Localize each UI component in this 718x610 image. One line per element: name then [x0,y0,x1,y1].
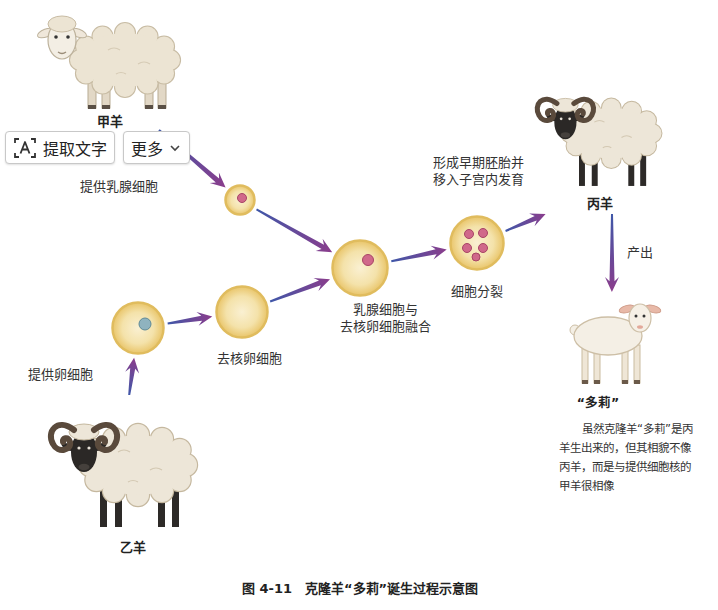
cell-outline [224,184,256,216]
caption: 图 4-11 克隆羊“多莉”诞生过程示意图 [242,581,478,598]
sheep-yi [51,424,197,527]
lamb-duoli-part [634,380,640,384]
cell-membrane [217,287,268,338]
arrow-connector [256,209,332,253]
arrow-connector [168,312,213,326]
arrow-connector [605,214,619,292]
lamb-node: “多莉” 虽然克隆羊“多莉”是丙 羊生出来的，但其相貌不像 丙羊，而是与提供细胞核… [558,292,705,514]
sheep-jia [36,16,180,109]
cell-membrane [333,241,388,296]
toolbar-button: 更多 [123,131,190,164]
sheep-bing [537,98,661,186]
sheep-jia-part [158,105,166,109]
sheep-jia-part [66,35,70,39]
lamb-duoli-part [643,315,646,318]
edge-label: 产出 [627,245,653,262]
cell-node [224,184,256,216]
toolbar-label: 提取文字 [43,136,107,160]
edge-label: 提供乳腺细胞 [80,179,158,196]
lamb-duoli-part [582,380,588,384]
node-label: 细胞分裂 [451,284,503,301]
cell-membrane [226,186,255,215]
cell-outline [331,239,389,297]
sheep-label: 丙羊 [587,196,613,213]
lamb-duoli-part [634,345,640,383]
cell-nucleus [363,255,374,266]
cell-nucleus [479,229,488,238]
lamb-duoli-part [629,304,651,332]
cell-nucleus [238,194,247,203]
scan-text-icon [13,136,37,160]
scan-text-icon-part [15,139,35,157]
sheep-jia-part [58,52,66,54]
arrow-connector [391,246,447,262]
sheep-jia-part [102,105,110,109]
sheep-node: 甲羊 [40,8,180,130]
sheep-jia-part [145,105,153,109]
lamb-duoli-part [635,315,638,318]
chevron-icon-part [171,146,179,150]
arrow-connector [125,358,139,395]
lamb-duoli-part [594,380,600,384]
cell-nucleus [472,253,480,261]
cell-membrane [113,303,164,354]
cell-node [111,301,165,355]
scan-text-icon-part [21,142,30,154]
edge-label: 提供卵细胞 [28,367,93,384]
toolbar-label: 更多 [131,136,163,160]
arrow-connector [505,213,545,232]
cell-nucleus [139,318,151,330]
node-label: 乳腺细胞与 去核卵细胞融合 [330,302,440,336]
cell-nucleus [465,230,474,239]
lamb-duoli-part [622,380,628,384]
sheep-node: 丙羊 [535,82,668,214]
cell-outline [215,285,269,339]
sheep-jia-part [48,16,76,32]
cell-nucleus [479,244,488,253]
title-label: “多莉” [577,395,619,411]
edge-label: 形成早期胚胎并 移入子宫内发育 [430,155,526,189]
lamb-duoli-part [637,325,643,329]
toolbar-button: 提取文字 [5,131,115,164]
sheep-jia-part [80,33,170,87]
cell-outline [111,301,165,355]
cell-node: 去核卵细胞 [215,285,269,339]
node-label: 去核卵细胞 [217,351,282,368]
para: 虽然克隆羊“多莉”是丙 羊生出来的，但其相貌不像 丙羊，而是与提供细胞核的 甲羊… [559,420,704,496]
cell-membrane [451,217,504,270]
cell-node: 细胞分裂 [449,215,505,271]
cell-outline [449,215,505,271]
sheep-jia-part [54,35,58,39]
cell-node: 乳腺细胞与 去核卵细胞融合 [331,239,389,297]
lamb-duoli [570,304,662,384]
sheep-jia-part [108,48,150,74]
sheep-label: 乙羊 [120,540,146,557]
sheep-label: 甲羊 [97,114,123,131]
arrow-connector [270,278,330,303]
sheep-node: 乙羊 [46,395,206,560]
sheep-jia-part [88,105,96,109]
chevron-icon [168,141,182,155]
cell-nucleus [463,244,472,253]
